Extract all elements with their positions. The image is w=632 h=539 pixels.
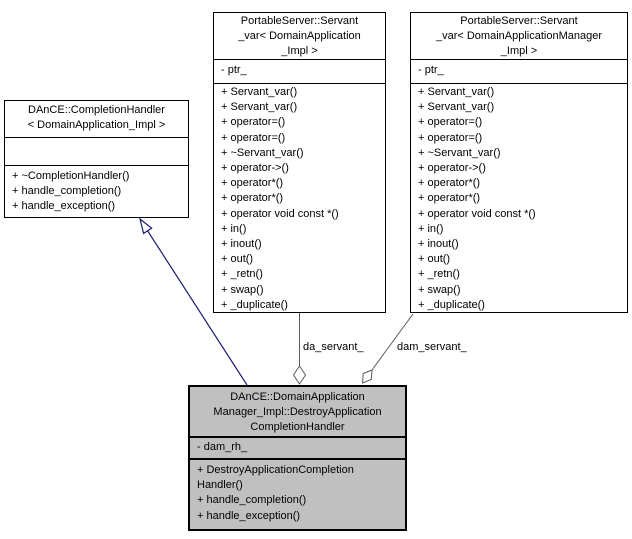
edge-label-da-servant: da_servant_ — [303, 341, 364, 353]
aggregation-diamond-da-icon — [292, 365, 307, 385]
class-title: PortableServer::Servant _var< DomainAppl… — [238, 15, 361, 58]
methods-compartment: + Servant_var() + Servant_var() + operat… — [411, 83, 627, 312]
class-title: PortableServer::Servant _var< DomainAppl… — [435, 15, 602, 58]
edge-label-dam-servant: dam_servant_ — [397, 341, 467, 353]
class-node-destroy-application-completion-handler: DAnCE::DomainApplication Manager_Impl::D… — [188, 385, 407, 531]
class-title: DAnCE::CompletionHandler < DomainApplica… — [27, 104, 166, 132]
attributes-compartment: - ptr_ — [411, 59, 627, 83]
inheritance-arrowhead-icon — [138, 217, 153, 235]
attributes-compartment: - dam_rh_ — [190, 436, 405, 458]
methods-compartment: + DestroyApplicationCompletion Handler()… — [190, 458, 405, 527]
class-title: DAnCE::DomainApplication Manager_Impl::D… — [213, 391, 382, 434]
attributes-compartment: - ptr_ — [214, 59, 385, 83]
class-node-completion-handler[interactable]: DAnCE::CompletionHandler < DomainApplica… — [4, 100, 189, 218]
methods-compartment: + Servant_var() + Servant_var() + operat… — [214, 83, 385, 312]
aggregation-diamond-dam-icon — [362, 369, 373, 384]
class-node-servant-var-domainapplication[interactable]: PortableServer::Servant _var< DomainAppl… — [213, 12, 386, 313]
methods-compartment: + ~CompletionHandler() + handle_completi… — [5, 165, 188, 217]
class-node-servant-var-domainapplicationmanager[interactable]: PortableServer::Servant _var< DomainAppl… — [410, 12, 628, 313]
attributes-compartment — [5, 137, 188, 165]
